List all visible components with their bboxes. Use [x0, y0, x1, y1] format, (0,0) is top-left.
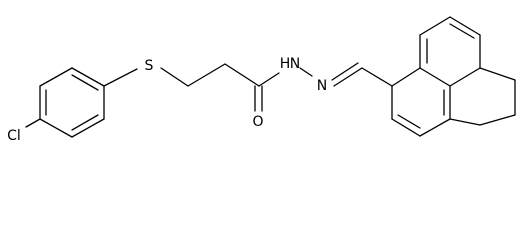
carbonyl-double-bond [254, 85, 263, 112]
n-n-bond [299, 67, 313, 77]
c-cl-bond [25, 118, 41, 128]
amide-nitrogen-label: N [290, 56, 300, 72]
sulfur-label: S [145, 58, 154, 74]
imine-double-bond [331, 62, 363, 87]
ch-aryl-bond [361, 67, 393, 87]
structure-diagram: Cl S O H N N [7, 16, 516, 144]
chlorine-label: Cl [7, 128, 21, 144]
acenaphthene-system [391, 16, 516, 137]
oxygen-label: O [252, 114, 263, 130]
imine-nitrogen-label: N [317, 78, 327, 94]
aryl-s-bond [103, 68, 138, 87]
amide-hydrogen-label: H [280, 56, 291, 72]
molecule-canvas: Cl S O H N N [7, 16, 516, 144]
chlorophenyl-ring [39, 67, 105, 138]
c-n-bond [258, 72, 280, 87]
propanoyl-chain [160, 63, 260, 87]
